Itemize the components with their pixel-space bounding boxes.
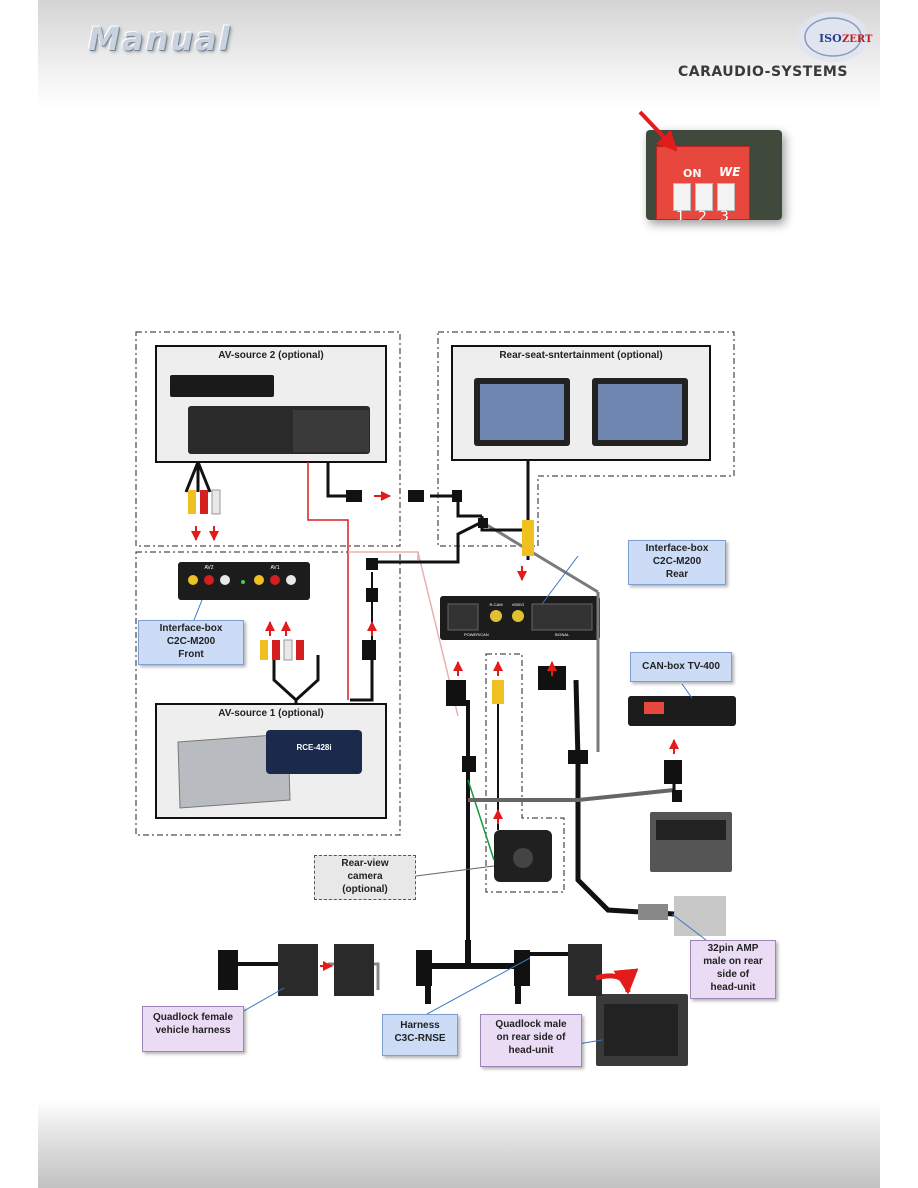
quadlock-female-line-2: vehicle harness [155, 1025, 231, 1036]
amp-connector-photo [674, 896, 726, 936]
harness-line-1: Harness [400, 1020, 440, 1031]
av2-dashed-group [135, 331, 401, 547]
label-rear-view-camera: Rear-view camera (optional) [314, 855, 416, 900]
front-av1-text: AV1 [270, 565, 279, 571]
rear-signal-text: SIGNAL [555, 632, 570, 637]
harness-line-2: C3C-RNSE [394, 1033, 446, 1044]
rse-dashed-group [437, 331, 735, 547]
dip-switch-2 [695, 183, 713, 211]
dip-num-1: 1 [676, 209, 685, 220]
amp-line-1: 32pin AMP [707, 943, 759, 954]
dip-num-3: 3 [720, 209, 729, 220]
label-can-box: CAN-box TV-400 [630, 652, 732, 682]
quadlock-male-line-2: on rear side of [496, 1032, 566, 1043]
label-interface-front: Interface-box C2C-M200 Front [138, 620, 244, 665]
label-amp-connector: 32pin AMP male on rear side of head-unit [690, 940, 776, 999]
dip-num-2: 2 [698, 209, 707, 220]
rear-seat-title: Rear-seat-sntertainment (optional) [499, 350, 663, 361]
av1-dashed-group [135, 551, 401, 836]
label-quadlock-female: Quadlock female vehicle harness [142, 1006, 244, 1052]
rse-screen-2 [598, 384, 682, 440]
label-interface-rear: Interface-box C2C-M200 Rear [628, 540, 726, 585]
dvd-changer-door [293, 410, 369, 452]
quadlock-female-line-1: Quadlock female [152, 1012, 234, 1023]
camera-line-3: (optional) [342, 884, 388, 895]
leader-lines [193, 555, 707, 1047]
interface-front-line-1: Interface-box [159, 623, 223, 634]
interface-front-line-3: Front [178, 649, 204, 660]
front-av2-text: AV2 [204, 565, 213, 571]
label-harness: Harness C3C-RNSE [382, 1014, 458, 1056]
iso-cert-seal-icon: ISO ZERT [797, 12, 873, 62]
rse-screen-1 [480, 384, 564, 440]
brand-name: CARAUDIO-SYSTEMS [678, 64, 848, 80]
label-quadlock-male: Quadlock male on rear side of head-unit [480, 1014, 582, 1067]
interface-rear-line-3: Rear [665, 569, 689, 580]
cables [184, 460, 676, 1004]
header-band [38, 0, 880, 110]
av-source-1-title: AV-source 1 (optional) [218, 708, 324, 719]
dvd-player-slim [170, 375, 274, 397]
rce-receiver-text: RCE-428i [296, 743, 331, 752]
dip-switch-3 [717, 183, 735, 211]
dip-on-label: ON [683, 167, 702, 180]
dip-pointer-arrow [638, 110, 678, 152]
amp-line-4: head-unit [710, 982, 756, 993]
dip-switch-1 [673, 183, 691, 211]
interface-front-line-2: C2C-M200 [166, 636, 216, 647]
amp-line-3: side of [716, 969, 750, 980]
rear-power-can-port [447, 603, 479, 631]
footer-band [38, 1100, 880, 1188]
svg-text:ISO: ISO [819, 32, 842, 45]
wiring-diagram: RCE-428i AV2 AV1 [135, 110, 736, 1066]
connectors [188, 489, 682, 996]
rear-video-text: VIDEO [512, 602, 524, 607]
rear-rcam-text: R-CAM [489, 602, 502, 607]
can-box-line-1: CAN-box TV-400 [642, 661, 720, 672]
interface-rear-line-1: Interface-box [645, 543, 709, 554]
manual-page: Manual CARAUDIO-SYSTEMS ISO ZERT ON WE 1… [38, 0, 880, 1188]
camera-line-1: Rear-view [341, 858, 389, 869]
camera-dashed-group [485, 653, 565, 893]
front-jacks [188, 575, 296, 585]
dip-switch-block: ON WE 1 2 3 [656, 146, 750, 220]
quadlock-male-line-3: head-unit [508, 1045, 554, 1056]
dip-switch-photo: ON WE 1 2 3 [646, 130, 782, 220]
svg-text:ZERT: ZERT [842, 34, 873, 45]
interface-rear-line-2: C2C-M200 [652, 556, 702, 567]
tv-tuner-box [177, 733, 291, 809]
av-source-2-title: AV-source 2 (optional) [218, 350, 324, 361]
rce-receiver-box [266, 730, 362, 774]
quadlock-male-line-1: Quadlock male [495, 1019, 567, 1030]
amp-line-2: male on rear [703, 956, 763, 967]
manual-title: Manual [88, 20, 232, 58]
red-arrows [191, 491, 679, 995]
rear-signal-port [531, 603, 593, 631]
rear-power-can-text: POWER/CAN [464, 632, 489, 637]
dip-we-label: WE [719, 165, 741, 179]
camera-line-2: camera [347, 871, 383, 882]
